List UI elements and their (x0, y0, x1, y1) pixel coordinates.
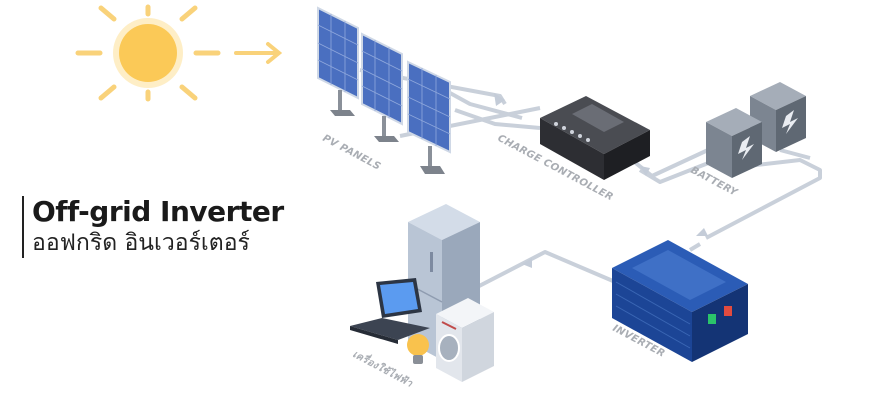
pv-panels-label: PV PANELS (321, 133, 383, 173)
page-subtitle: ออฟกริด อินเวอร์เตอร์ (32, 230, 250, 256)
laptop-icon (350, 278, 430, 344)
battery-icon (706, 82, 806, 178)
page-title: Off-grid Inverter (32, 195, 284, 228)
charge-controller-icon (540, 96, 650, 180)
wire-arrows (494, 93, 708, 268)
light-bulb-icon (407, 334, 429, 364)
solar-panel-icon (317, 6, 451, 174)
arrow-right-icon (234, 42, 283, 64)
appliances-label: เครื่องใช้ไฟฟ้า (351, 346, 417, 390)
sun-icon (75, 4, 221, 102)
title-block: Off-grid Inverter ออฟกริด อินเวอร์เตอร์ (22, 196, 284, 258)
inverter-icon (612, 240, 748, 362)
washing-machine-icon (436, 298, 494, 382)
